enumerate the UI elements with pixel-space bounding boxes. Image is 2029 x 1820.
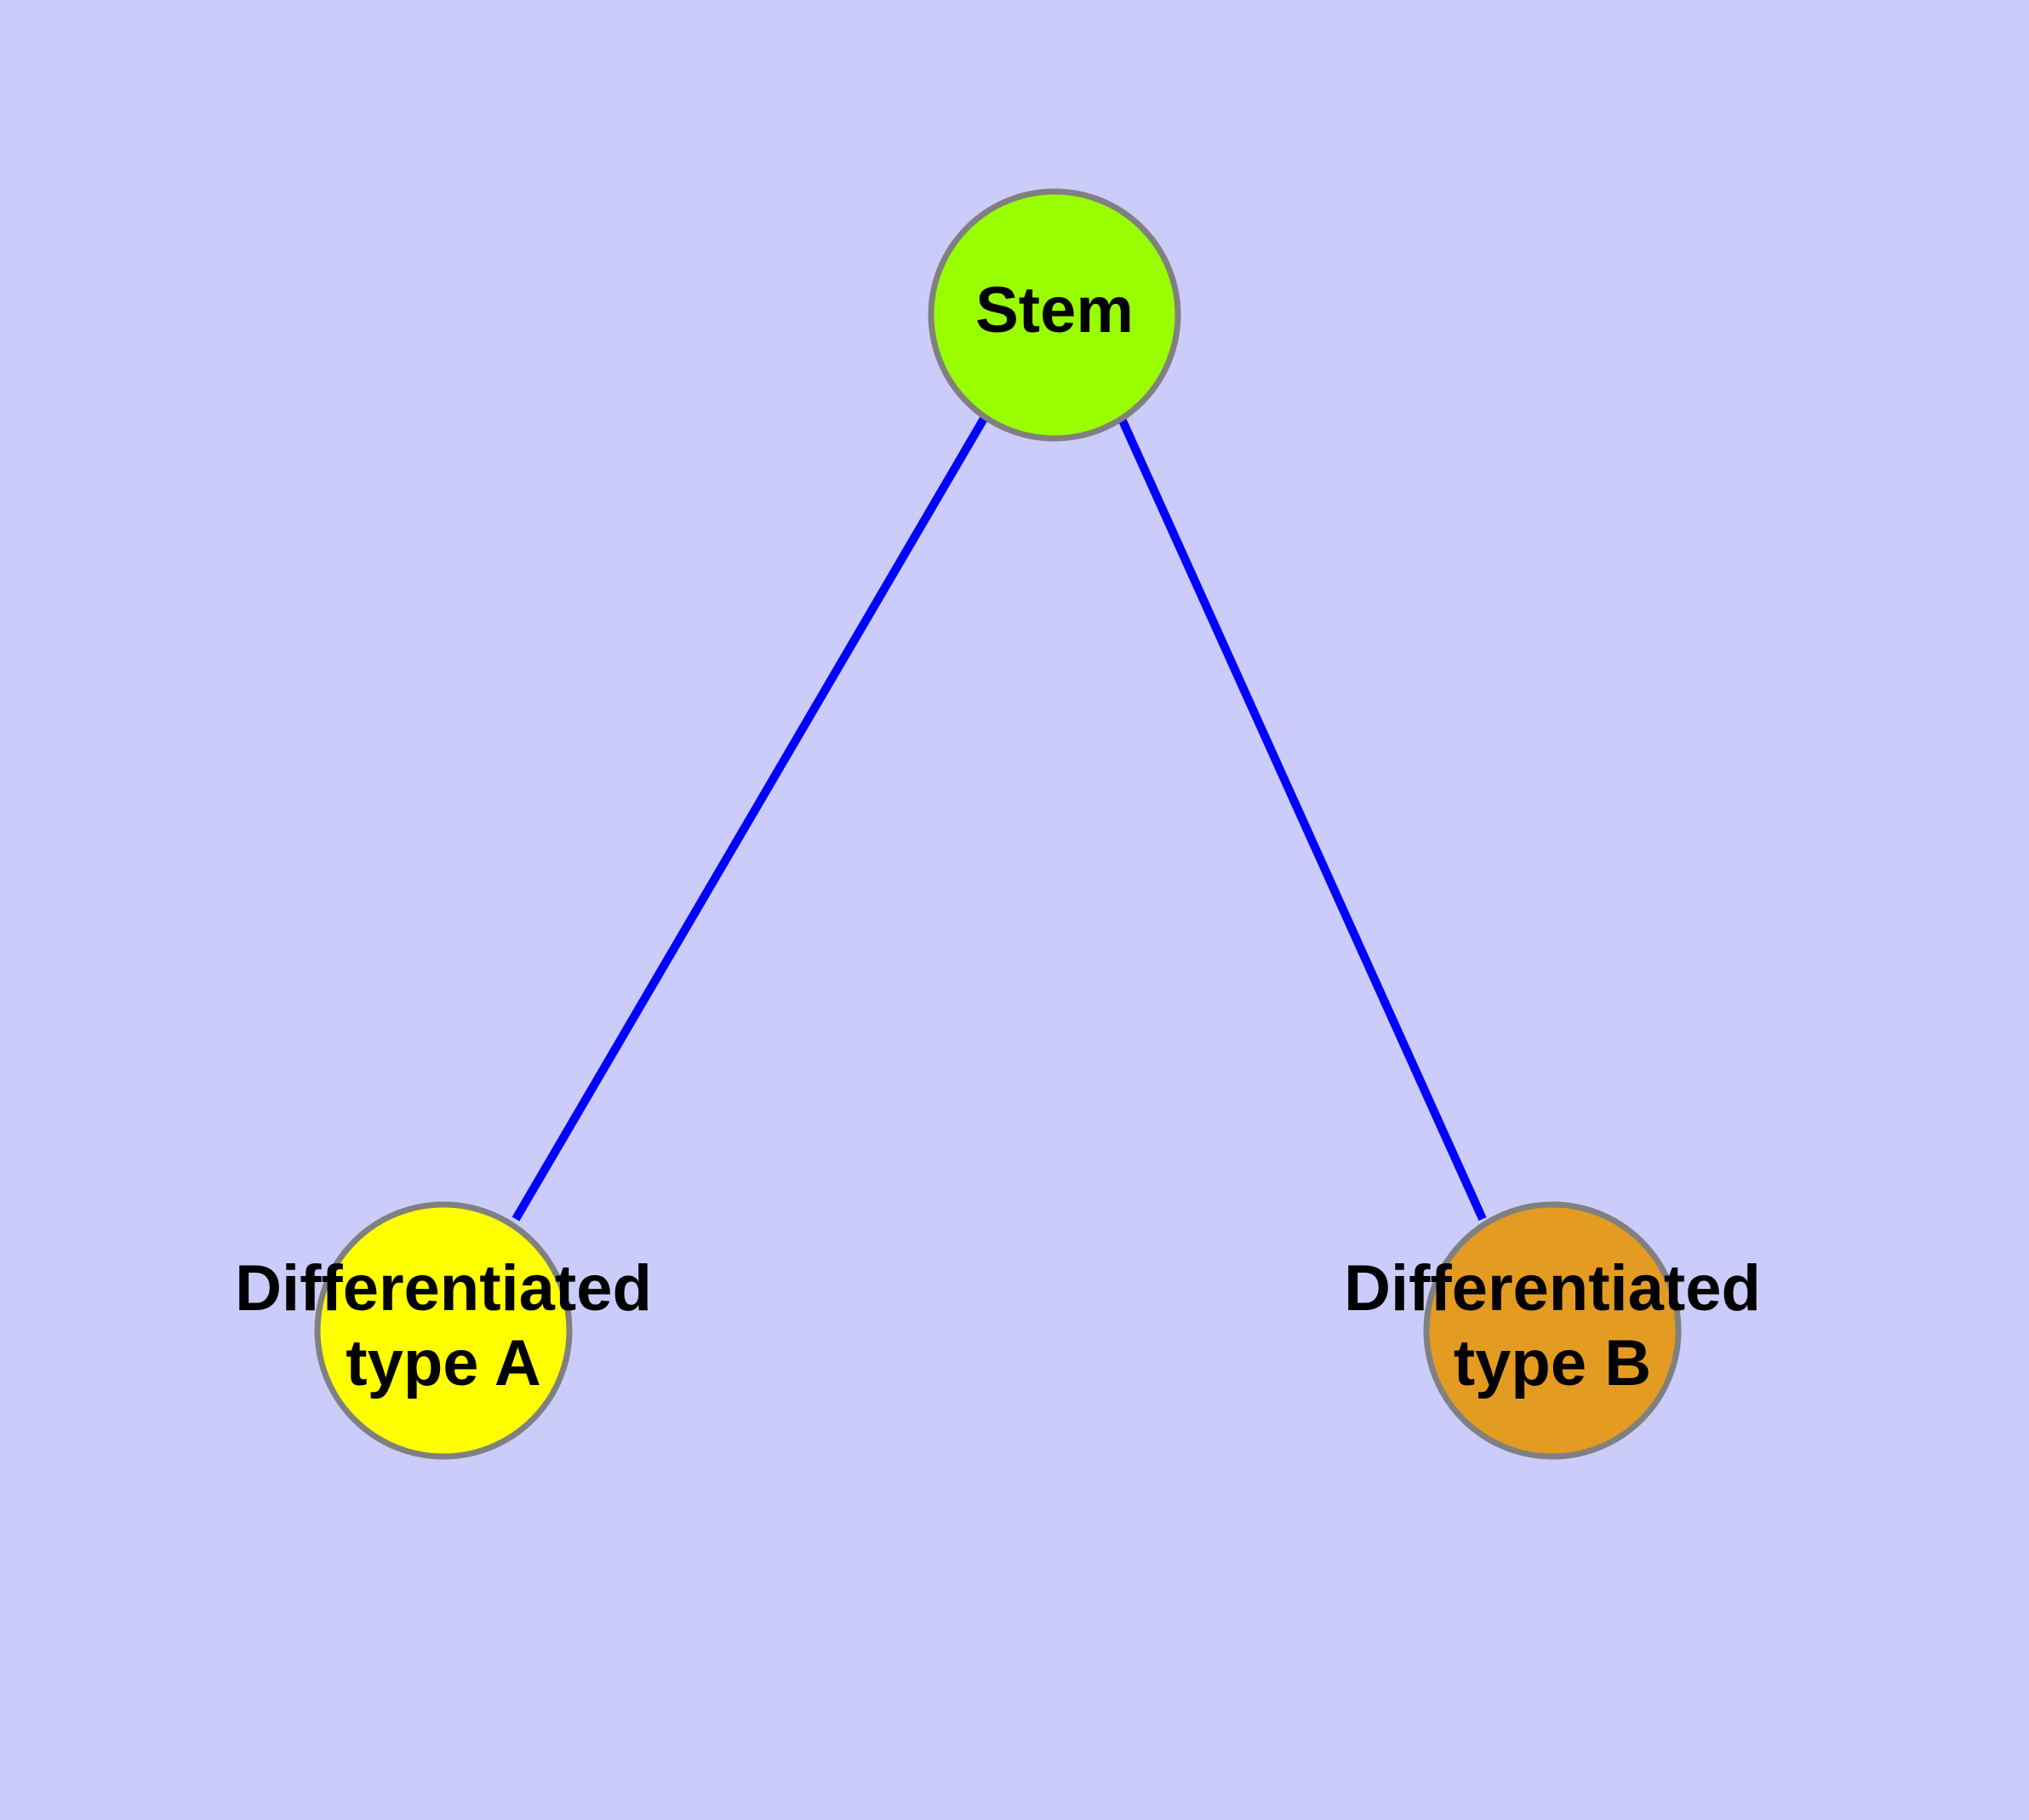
edge-stem-to-diff-b[interactable]	[1117, 416, 1487, 1222]
node-circle-stem[interactable]	[928, 188, 1181, 442]
edges-layer	[512, 415, 1487, 1222]
edge-stem-to-diff-a[interactable]	[512, 415, 989, 1222]
node-circle-diff-a[interactable]	[314, 1201, 573, 1460]
node-circle-diff-b[interactable]	[1423, 1201, 1682, 1460]
node-stem[interactable]: Stem	[928, 188, 1181, 442]
node-label-stem: Stem	[975, 274, 1134, 346]
node-label-line: Stem	[975, 274, 1134, 346]
node-label-line: type A	[346, 1327, 540, 1399]
node-label-line: Differentiated	[235, 1252, 652, 1325]
node-label-line: type B	[1454, 1327, 1651, 1399]
node-label-line: Differentiated	[1344, 1252, 1761, 1325]
